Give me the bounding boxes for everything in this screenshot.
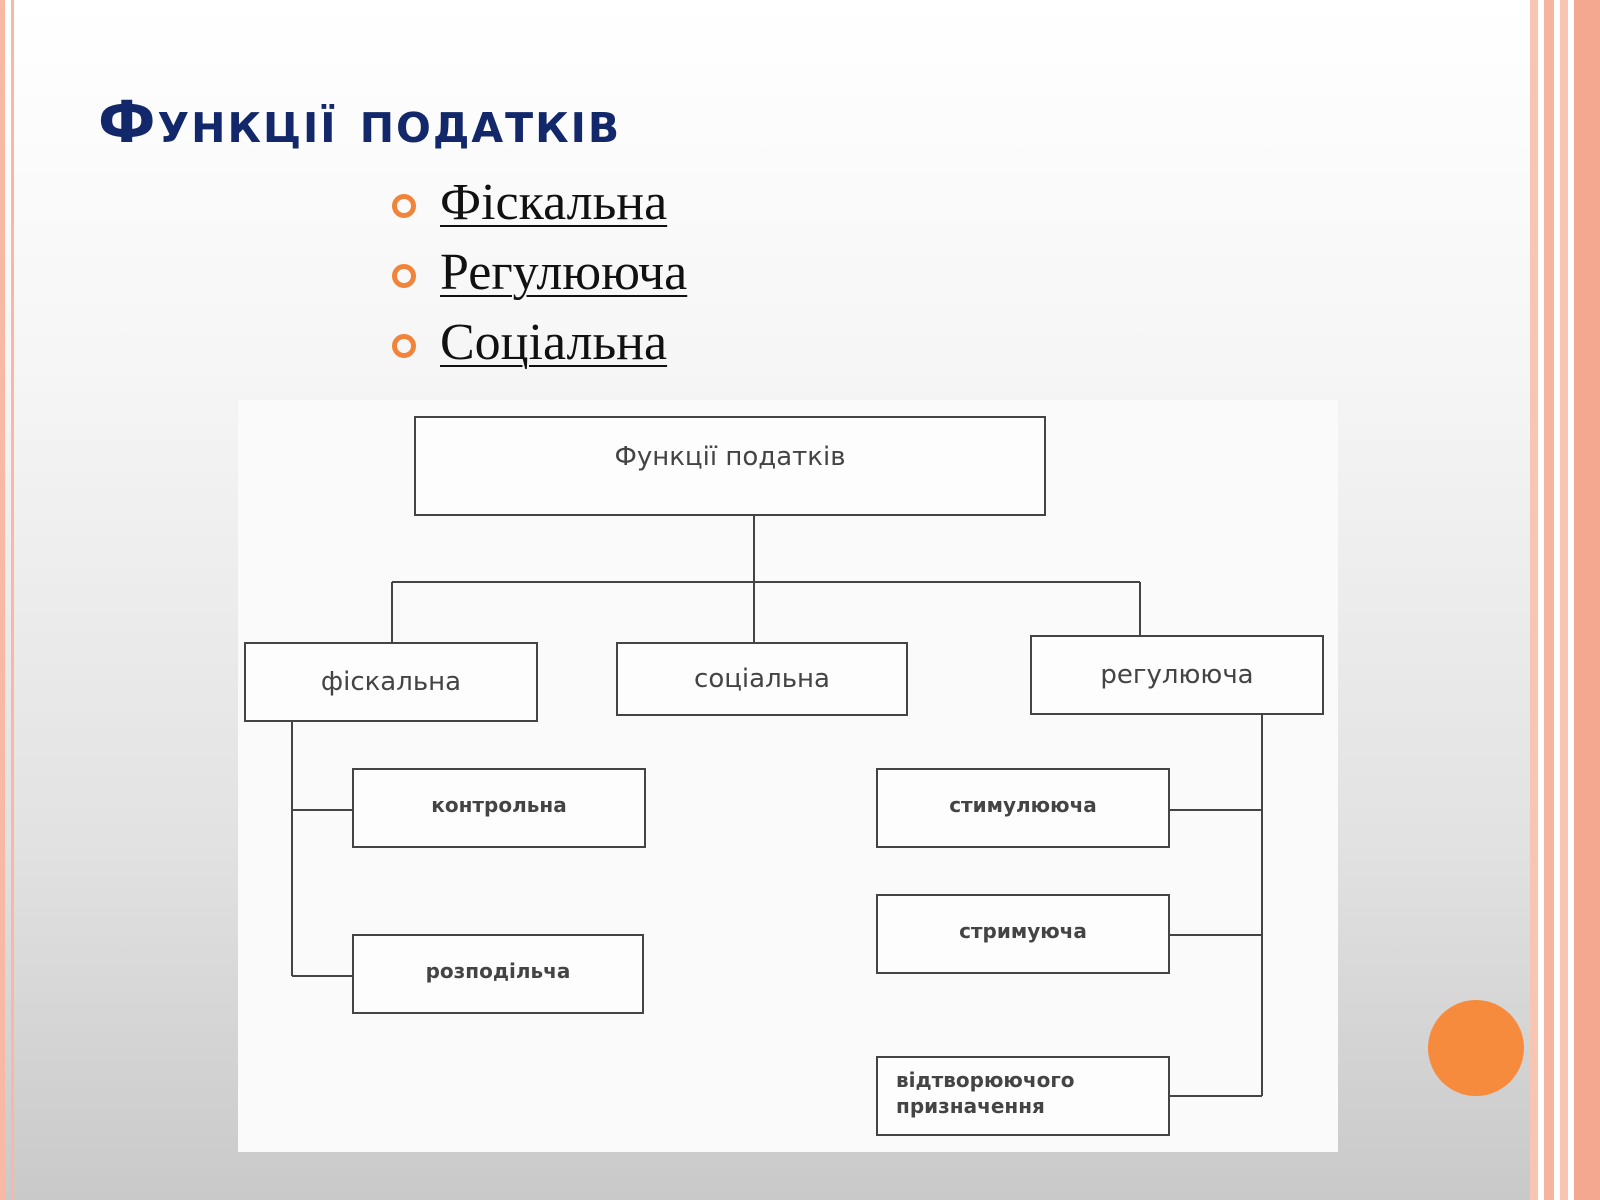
- ring-bullet-icon: [392, 334, 416, 358]
- ring-bullet-icon: [392, 264, 416, 288]
- border-stripe: [1560, 0, 1568, 1200]
- node-fiscal: фіскальна: [244, 642, 538, 722]
- node-label: розподільча: [425, 959, 571, 983]
- tax-functions-diagram: Функції податків фіскальна соціальна рег…: [238, 400, 1338, 1152]
- node-label: контрольна: [431, 793, 567, 817]
- node-label: соціальна: [694, 664, 830, 694]
- node-label: відтворюючого призначення: [896, 1068, 1075, 1118]
- bullet-list: Фіскальна Регулююча Соціальна: [392, 168, 687, 378]
- node-social: соціальна: [616, 642, 908, 716]
- diagram-connectors: [291, 516, 1263, 1097]
- node-distributive: розподільча: [352, 934, 644, 1014]
- node-regulatory: регулююча: [1030, 635, 1324, 715]
- node-label: стимулююча: [949, 793, 1097, 817]
- bullet-item-social[interactable]: Соціальна: [392, 308, 687, 378]
- border-stripe: [0, 0, 5, 1200]
- node-label: регулююча: [1100, 660, 1254, 690]
- bullet-link[interactable]: Фіскальна: [440, 174, 668, 231]
- node-stimulating: стимулююча: [876, 768, 1170, 848]
- bullet-item-regulatory[interactable]: Регулююча: [392, 238, 687, 308]
- node-reproductive: відтворюючого призначення: [876, 1056, 1170, 1136]
- border-stripe: [1574, 0, 1600, 1200]
- border-stripe: [11, 0, 14, 1200]
- slide-border-left: [0, 0, 20, 1200]
- border-stripe: [1530, 0, 1538, 1200]
- ring-bullet-icon: [392, 194, 416, 218]
- node-label: фіскальна: [320, 667, 462, 697]
- border-stripe: [1544, 0, 1554, 1200]
- node-root: Функції податків: [414, 416, 1046, 516]
- slide-border-right: [1530, 0, 1600, 1200]
- node-label: Функції податків: [614, 442, 846, 472]
- bullet-item-fiscal[interactable]: Фіскальна: [392, 168, 687, 238]
- node-control: контрольна: [352, 768, 646, 848]
- bullet-link[interactable]: Соціальна: [440, 314, 668, 371]
- bullet-link[interactable]: Регулююча: [440, 244, 688, 301]
- node-restraining: стримуюча: [876, 894, 1170, 974]
- slide-title: Функції податків: [98, 88, 622, 156]
- decorative-circle: [1428, 1000, 1524, 1096]
- node-label: стримуюча: [959, 919, 1087, 943]
